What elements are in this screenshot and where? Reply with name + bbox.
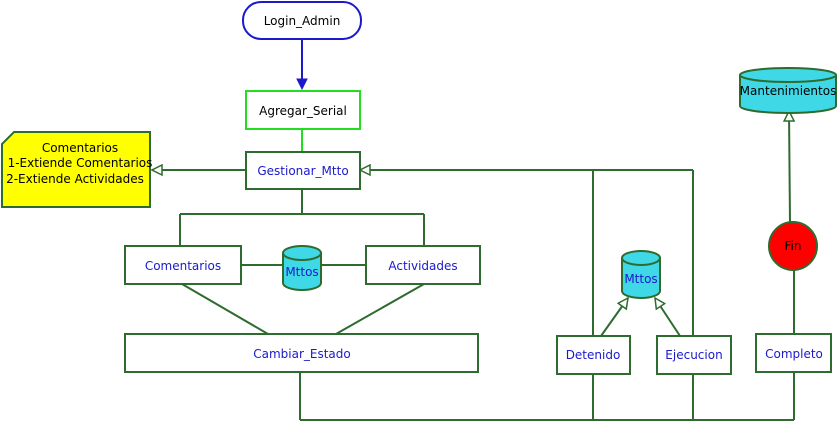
- note-line-1: 1-Extiende Comentarios: [8, 156, 153, 170]
- comentarios-label: Comentarios: [145, 259, 221, 273]
- detenido-label: Detenido: [566, 348, 621, 362]
- mttos-right-label: Mttos: [624, 272, 657, 286]
- mttos-database-right: Mttos: [621, 250, 661, 299]
- cambiar-estado-label: Cambiar_Estado: [253, 347, 351, 361]
- login-admin-node: Login_Admin: [242, 1, 362, 40]
- mantenimientos-database: Mantenimientos: [739, 67, 837, 114]
- completo-node: Completo: [755, 333, 832, 373]
- ejecucion-label: Ejecucion: [665, 348, 722, 362]
- mttos-database-left: Mttos: [282, 245, 322, 291]
- note-line-2: 2-Extiende Actividades: [6, 172, 144, 186]
- comentarios-note: Comentarios 1-Extiende Comentarios 2-Ext…: [1, 131, 153, 208]
- agregar-serial-node: Agregar_Serial: [245, 90, 361, 130]
- detenido-to-mttos-arrow: [600, 298, 628, 337]
- comentarios-to-cambiar-line: [181, 283, 269, 335]
- gestionar-mtto-node: Gestionar_Mtto: [245, 151, 361, 190]
- ejecucion-node: Ejecucion: [656, 335, 732, 375]
- cambiar-estado-node: Cambiar_Estado: [124, 333, 479, 373]
- connectors: [152, 40, 794, 421]
- gestionar-mtto-label: Gestionar_Mtto: [257, 164, 348, 178]
- mantenimientos-label: Mantenimientos: [740, 84, 837, 98]
- actividades-node: Actividades: [365, 245, 481, 285]
- login-admin-label: Login_Admin: [264, 14, 341, 28]
- comentarios-node: Comentarios: [124, 245, 242, 285]
- detenido-node: Detenido: [556, 335, 631, 375]
- actividades-to-cambiar-line: [335, 283, 425, 335]
- fin-label: Fin: [785, 239, 802, 253]
- agregar-serial-label: Agregar_Serial: [259, 104, 347, 118]
- mttos-left-label: Mttos: [285, 265, 318, 279]
- fin-to-mantenimientos-arrow: [789, 111, 790, 224]
- actividades-label: Actividades: [388, 259, 457, 273]
- completo-label: Completo: [765, 347, 823, 361]
- fin-node: Fin: [768, 221, 818, 271]
- ejecucion-to-mttos-arrow: [655, 298, 681, 337]
- note-title: Comentarios: [42, 141, 118, 155]
